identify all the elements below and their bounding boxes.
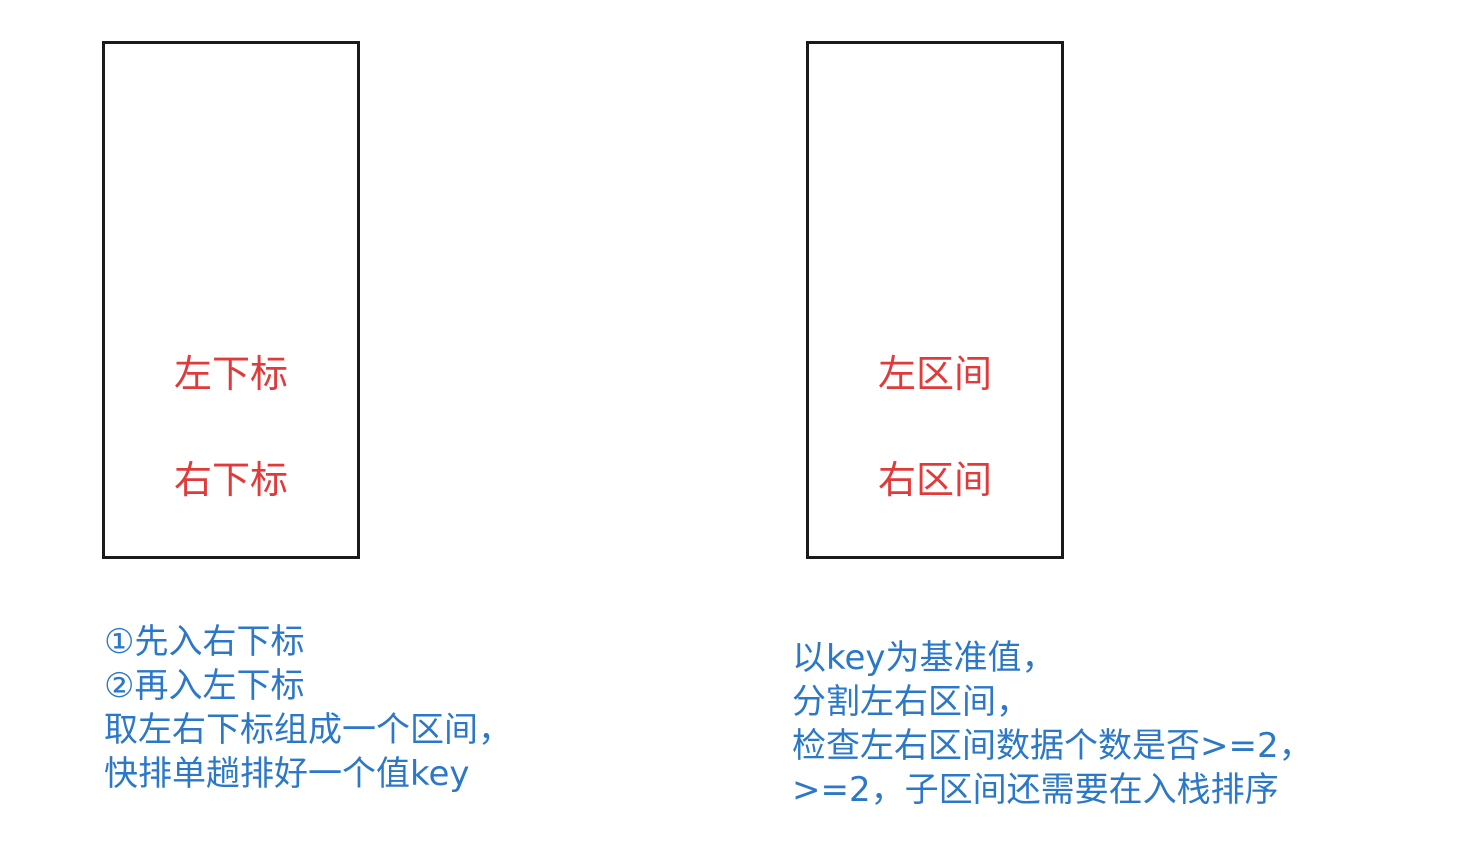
right-note-line: 分割左右区间，: [792, 682, 1030, 722]
left-stack-top-label: 左下标: [173, 352, 288, 396]
left-note-line: 快排单趟排好一个值key: [104, 754, 470, 794]
left-stack-bottom-label: 右下标: [173, 458, 288, 502]
left-note-line: ②再入左下标: [104, 666, 305, 706]
left-stack-box: 左下标 右下标: [102, 41, 360, 559]
right-note-line: 以key为基准值，: [792, 638, 1056, 678]
right-stack-bottom-label: 右区间: [877, 458, 992, 502]
left-note-line: ①先入右下标: [104, 622, 305, 662]
left-note: ①先入右下标 ②再入左下标 取左右下标组成一个区间， 快排单趟排好一个值key: [104, 620, 512, 796]
right-note: 以key为基准值， 分割左右区间， 检查左右区间数据个数是否>=2， >=2，子…: [792, 636, 1313, 812]
right-stack-box: 左区间 右区间: [806, 41, 1064, 559]
right-stack-top-label: 左区间: [877, 352, 992, 396]
right-note-line: 检查左右区间数据个数是否>=2，: [792, 726, 1313, 766]
left-note-line: 取左右下标组成一个区间，: [104, 710, 512, 750]
right-note-line: >=2，子区间还需要在入栈排序: [792, 770, 1279, 810]
